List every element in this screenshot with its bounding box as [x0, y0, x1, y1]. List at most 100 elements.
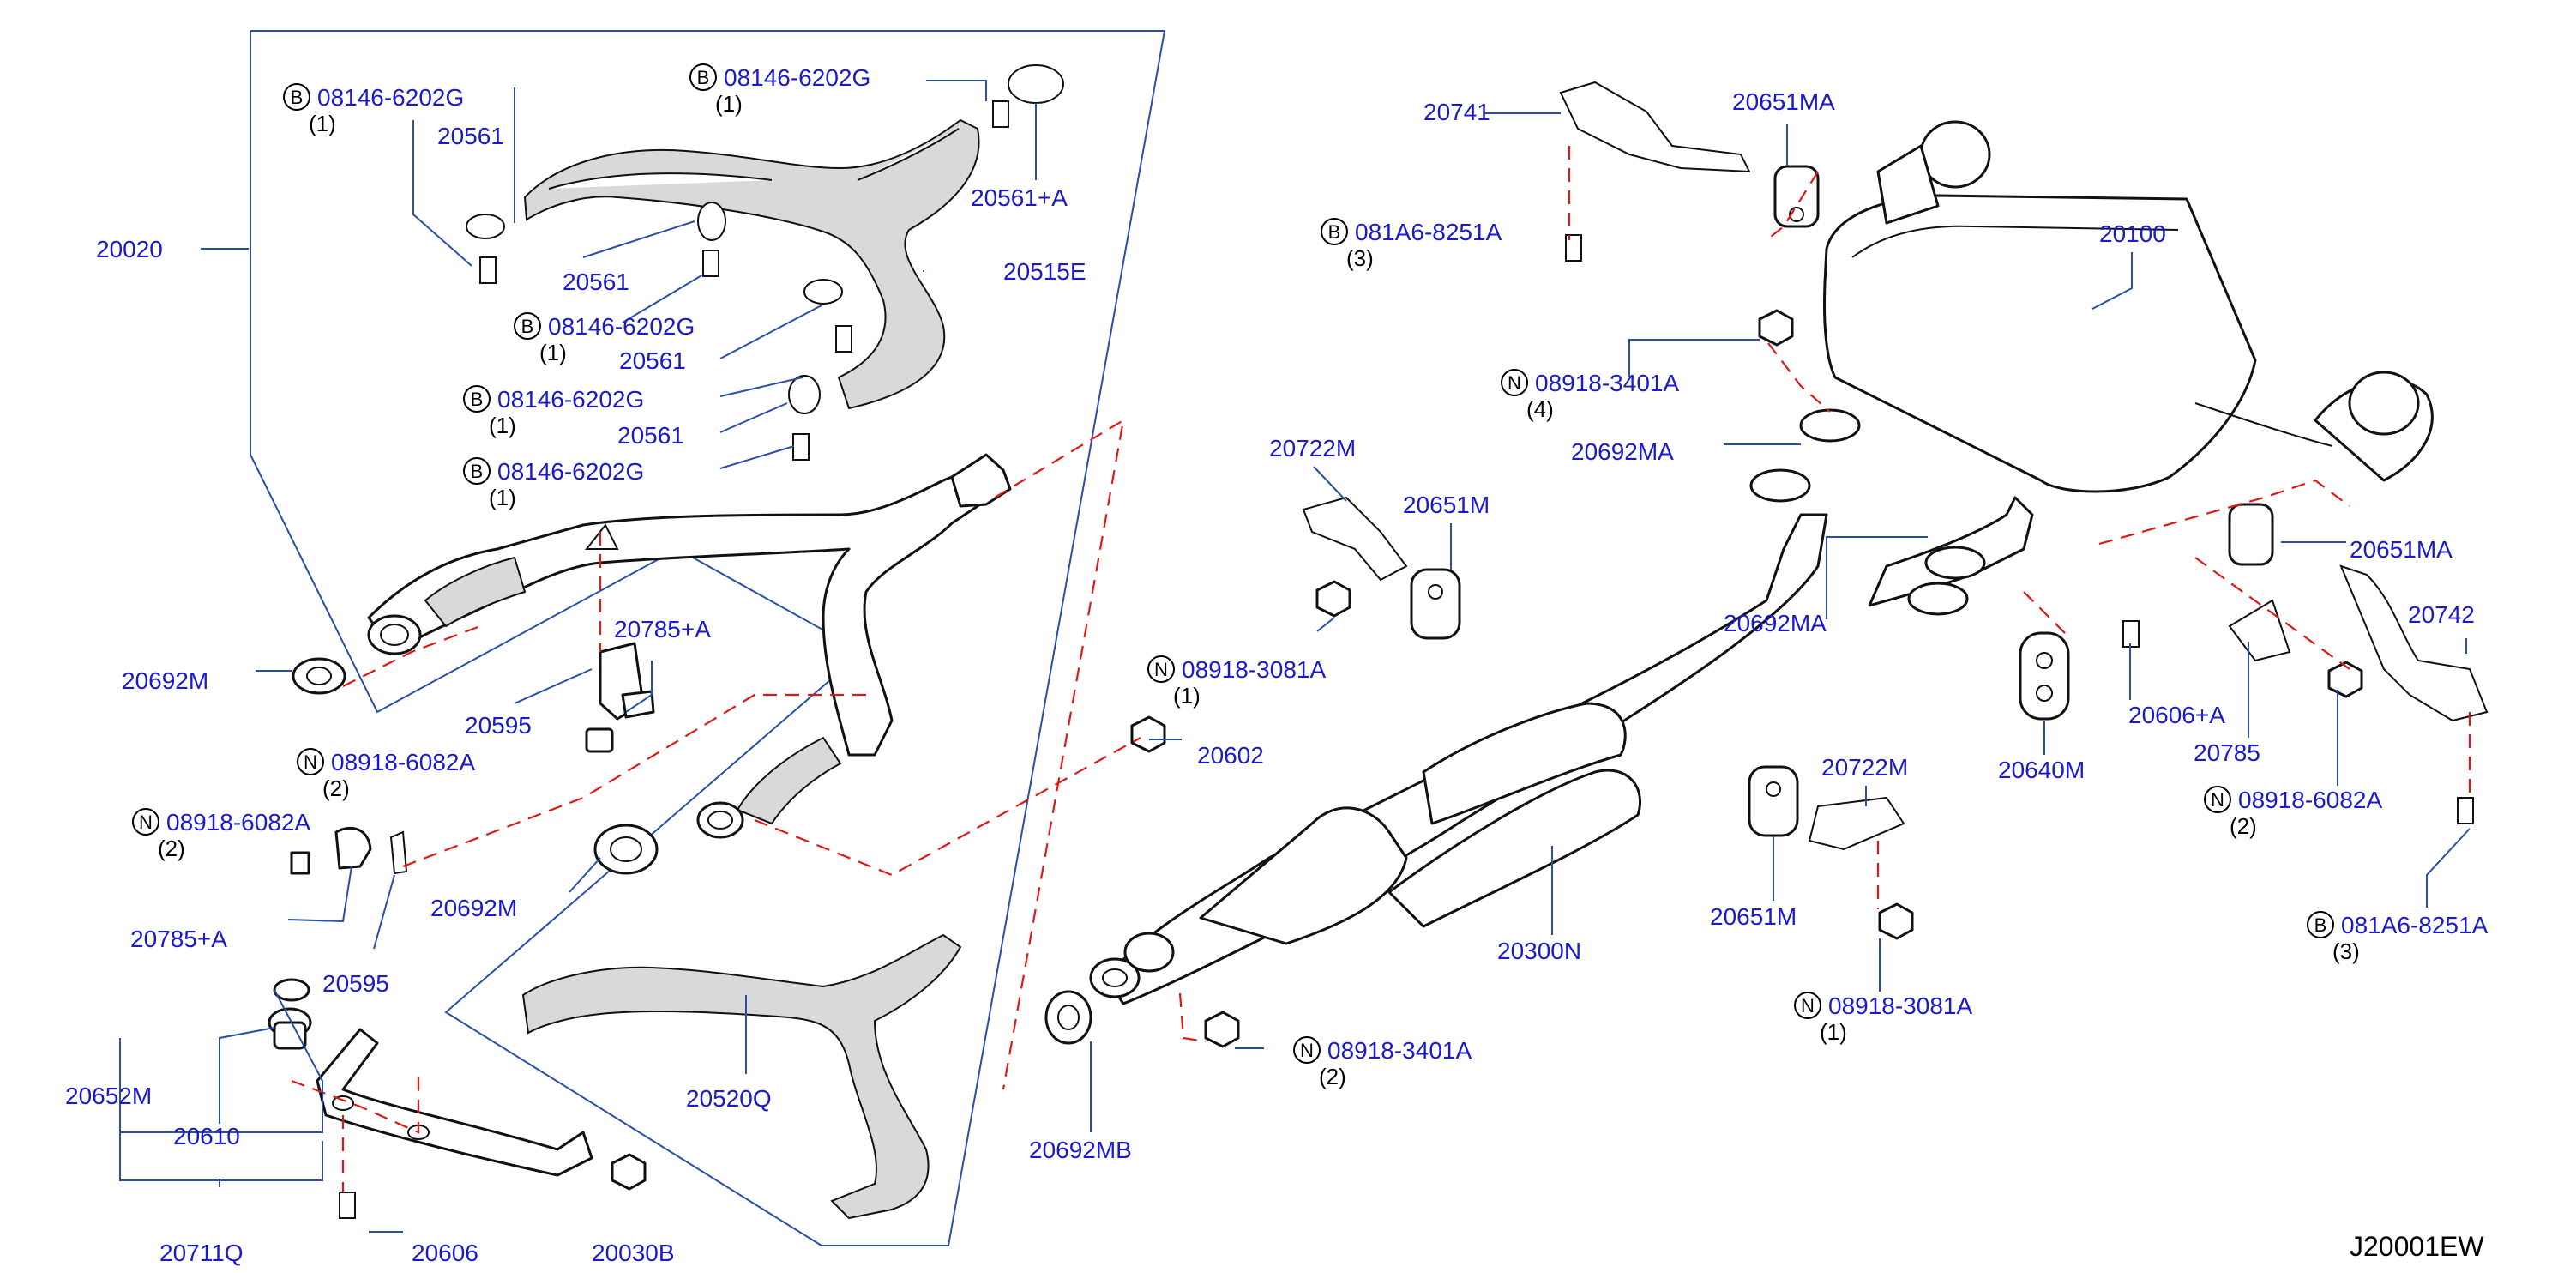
callout-20595-b: 20595 — [322, 970, 389, 997]
part-number-label: 20722M — [1269, 435, 1356, 462]
part-number-label: 20692MB — [1029, 1137, 1132, 1163]
fastener-type-circle — [2307, 911, 2334, 938]
callout-20651M-a: 20651M — [1403, 492, 1490, 518]
fastener-type-circle — [1321, 218, 1348, 245]
quantity-label: (2) — [158, 836, 185, 861]
part-number-label: 20692MA — [1724, 610, 1827, 636]
leader-lines — [119, 80, 2471, 1233]
quantity-label: (2) — [2230, 813, 2257, 839]
part-number-label: 20692MA — [1571, 438, 1674, 465]
quantity-label: (2) — [322, 775, 350, 801]
part-number-label: 20651MA — [2350, 536, 2453, 563]
part-number-label: 20300N — [1497, 938, 1581, 964]
fastener-type-letter: N — [304, 751, 317, 773]
quantity-label: (1) — [489, 413, 516, 438]
callout-20606plusA: 20606+A — [2128, 702, 2225, 728]
quantity-label: (3) — [1346, 245, 1374, 271]
part-number-label: 20785 — [2194, 739, 2260, 766]
callout-20561-d: 20561 — [617, 422, 684, 449]
quantity-label: (1) — [539, 340, 567, 365]
part-number-label: 20651M — [1710, 903, 1797, 930]
callout-20610: 20610 — [173, 1123, 240, 1149]
callout-20741: 20741 — [1423, 99, 1490, 125]
callout-20640M: 20640M — [1998, 757, 2085, 783]
part-number-label: 20561 — [619, 347, 686, 374]
part-number-label: 20020 — [96, 236, 163, 262]
part-number-label: 20711Q — [159, 1240, 244, 1266]
callout-20030B: 20030B — [592, 1240, 675, 1266]
fastener-type-circle — [132, 808, 159, 836]
part-number-label: 20692M — [122, 667, 208, 694]
fastener-type-letter: B — [1328, 221, 1341, 243]
part-number-label: 08146-6202G — [497, 458, 644, 485]
fastener-type-circle — [463, 385, 491, 413]
diagram-code: J20001EW — [2350, 1231, 2484, 1262]
fastener-type-circle — [689, 63, 717, 91]
callout-20785: 20785 — [2194, 739, 2260, 766]
callout-20520Q: 20520Q — [686, 1085, 772, 1112]
quantity-label: (1) — [1820, 1019, 1847, 1045]
part-number-label: 20100 — [2099, 220, 2166, 247]
lower-heat-shield-20520Q — [521, 933, 962, 1220]
part-number-label: 20606+A — [2128, 702, 2225, 728]
callout-20785plusA-a: 20785+A — [614, 616, 711, 643]
front-heat-shield-20515E — [523, 118, 980, 410]
part-number-label: 081A6-8251A — [2341, 912, 2489, 938]
fastener-type-circle — [2204, 786, 2231, 813]
part-number-label: 20520Q — [686, 1085, 772, 1112]
fastener-type-letter: N — [2211, 789, 2224, 811]
part-number-label: 20595 — [322, 970, 389, 997]
fastener-type-letter: N — [1154, 659, 1168, 680]
front-y-pipe-20020 — [367, 453, 1012, 839]
part-number-label: 08918-3081A — [1182, 656, 1326, 683]
quantity-label: (1) — [309, 111, 336, 136]
quantity-label: (1) — [489, 485, 516, 510]
part-number-label: 20515E — [1003, 258, 1086, 285]
quantity-label: (1) — [715, 91, 743, 117]
callout-20785plusA-b: 20785+A — [130, 926, 227, 952]
callout-08918-3081A-b: N 08918-3081A(1) — [1794, 992, 1972, 1045]
callout-20561-a: 20561 — [437, 123, 504, 149]
fastener-type-circle — [1501, 369, 1528, 396]
part-number-label: 20640M — [1998, 757, 2085, 783]
part-number-label: 08918-3401A — [1535, 370, 1679, 396]
callout-20602: 20602 — [1197, 742, 1264, 769]
part-number-label: 08918-6082A — [2238, 787, 2382, 813]
part-number-label: 08146-6202G — [497, 386, 644, 413]
callout-081A6-a: B 081A6-8251A(3) — [1321, 218, 1502, 271]
quantity-label: (1) — [1173, 683, 1201, 709]
callout-20742: 20742 — [2408, 601, 2475, 628]
callout-20692MA-b: 20692MA — [1724, 610, 1827, 636]
callout-20606: 20606 — [412, 1240, 478, 1266]
fastener-type-letter: N — [1801, 995, 1815, 1017]
callout-20692MB: 20692MB — [1029, 1137, 1132, 1163]
callout-20711Q: 20711Q — [159, 1240, 244, 1266]
callout-20692MA-a: 20692MA — [1571, 438, 1674, 465]
part-number-label: 08146-6202G — [724, 64, 870, 91]
callout-20692M-a: 20692M — [122, 667, 208, 694]
callout-20561plusA: 20561+A — [971, 184, 1068, 211]
callout-20692M-b: 20692M — [430, 895, 517, 921]
part-number-label: 20561 — [437, 123, 504, 149]
callout-20595-a: 20595 — [465, 712, 532, 739]
callout-20300N: 20300N — [1497, 938, 1581, 964]
fastener-type-letter: B — [291, 87, 304, 108]
part-number-label: 20595 — [465, 712, 532, 739]
part-number-label: 081A6-8251A — [1355, 219, 1502, 245]
quantity-label: (2) — [1319, 1064, 1346, 1089]
fastener-type-letter: N — [139, 811, 153, 833]
fastener-type-letter: B — [2314, 914, 2327, 936]
part-number-label: 20561 — [563, 268, 629, 295]
part-number-label: 20030B — [592, 1240, 675, 1266]
fastener-type-circle — [463, 457, 491, 485]
callout-20020: 20020 — [96, 236, 163, 262]
part-number-label: 08918-3081A — [1828, 992, 1972, 1019]
